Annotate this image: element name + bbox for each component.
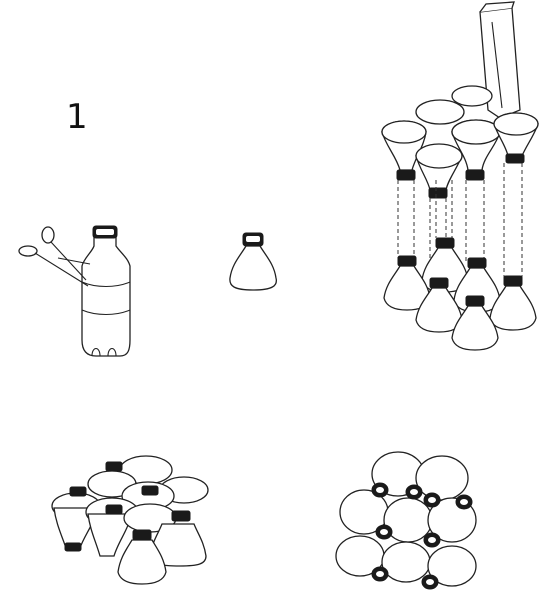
cluster-assembled-a: [51, 455, 209, 585]
cluster-assembled-b: [335, 451, 477, 590]
lower-cups-row: [383, 237, 537, 351]
whole-bottle: [81, 225, 131, 357]
upper-cups: [381, 85, 539, 199]
bottle-top-piece: [229, 232, 278, 291]
scissors-icon: [18, 226, 91, 287]
step-number: 1: [66, 97, 88, 137]
